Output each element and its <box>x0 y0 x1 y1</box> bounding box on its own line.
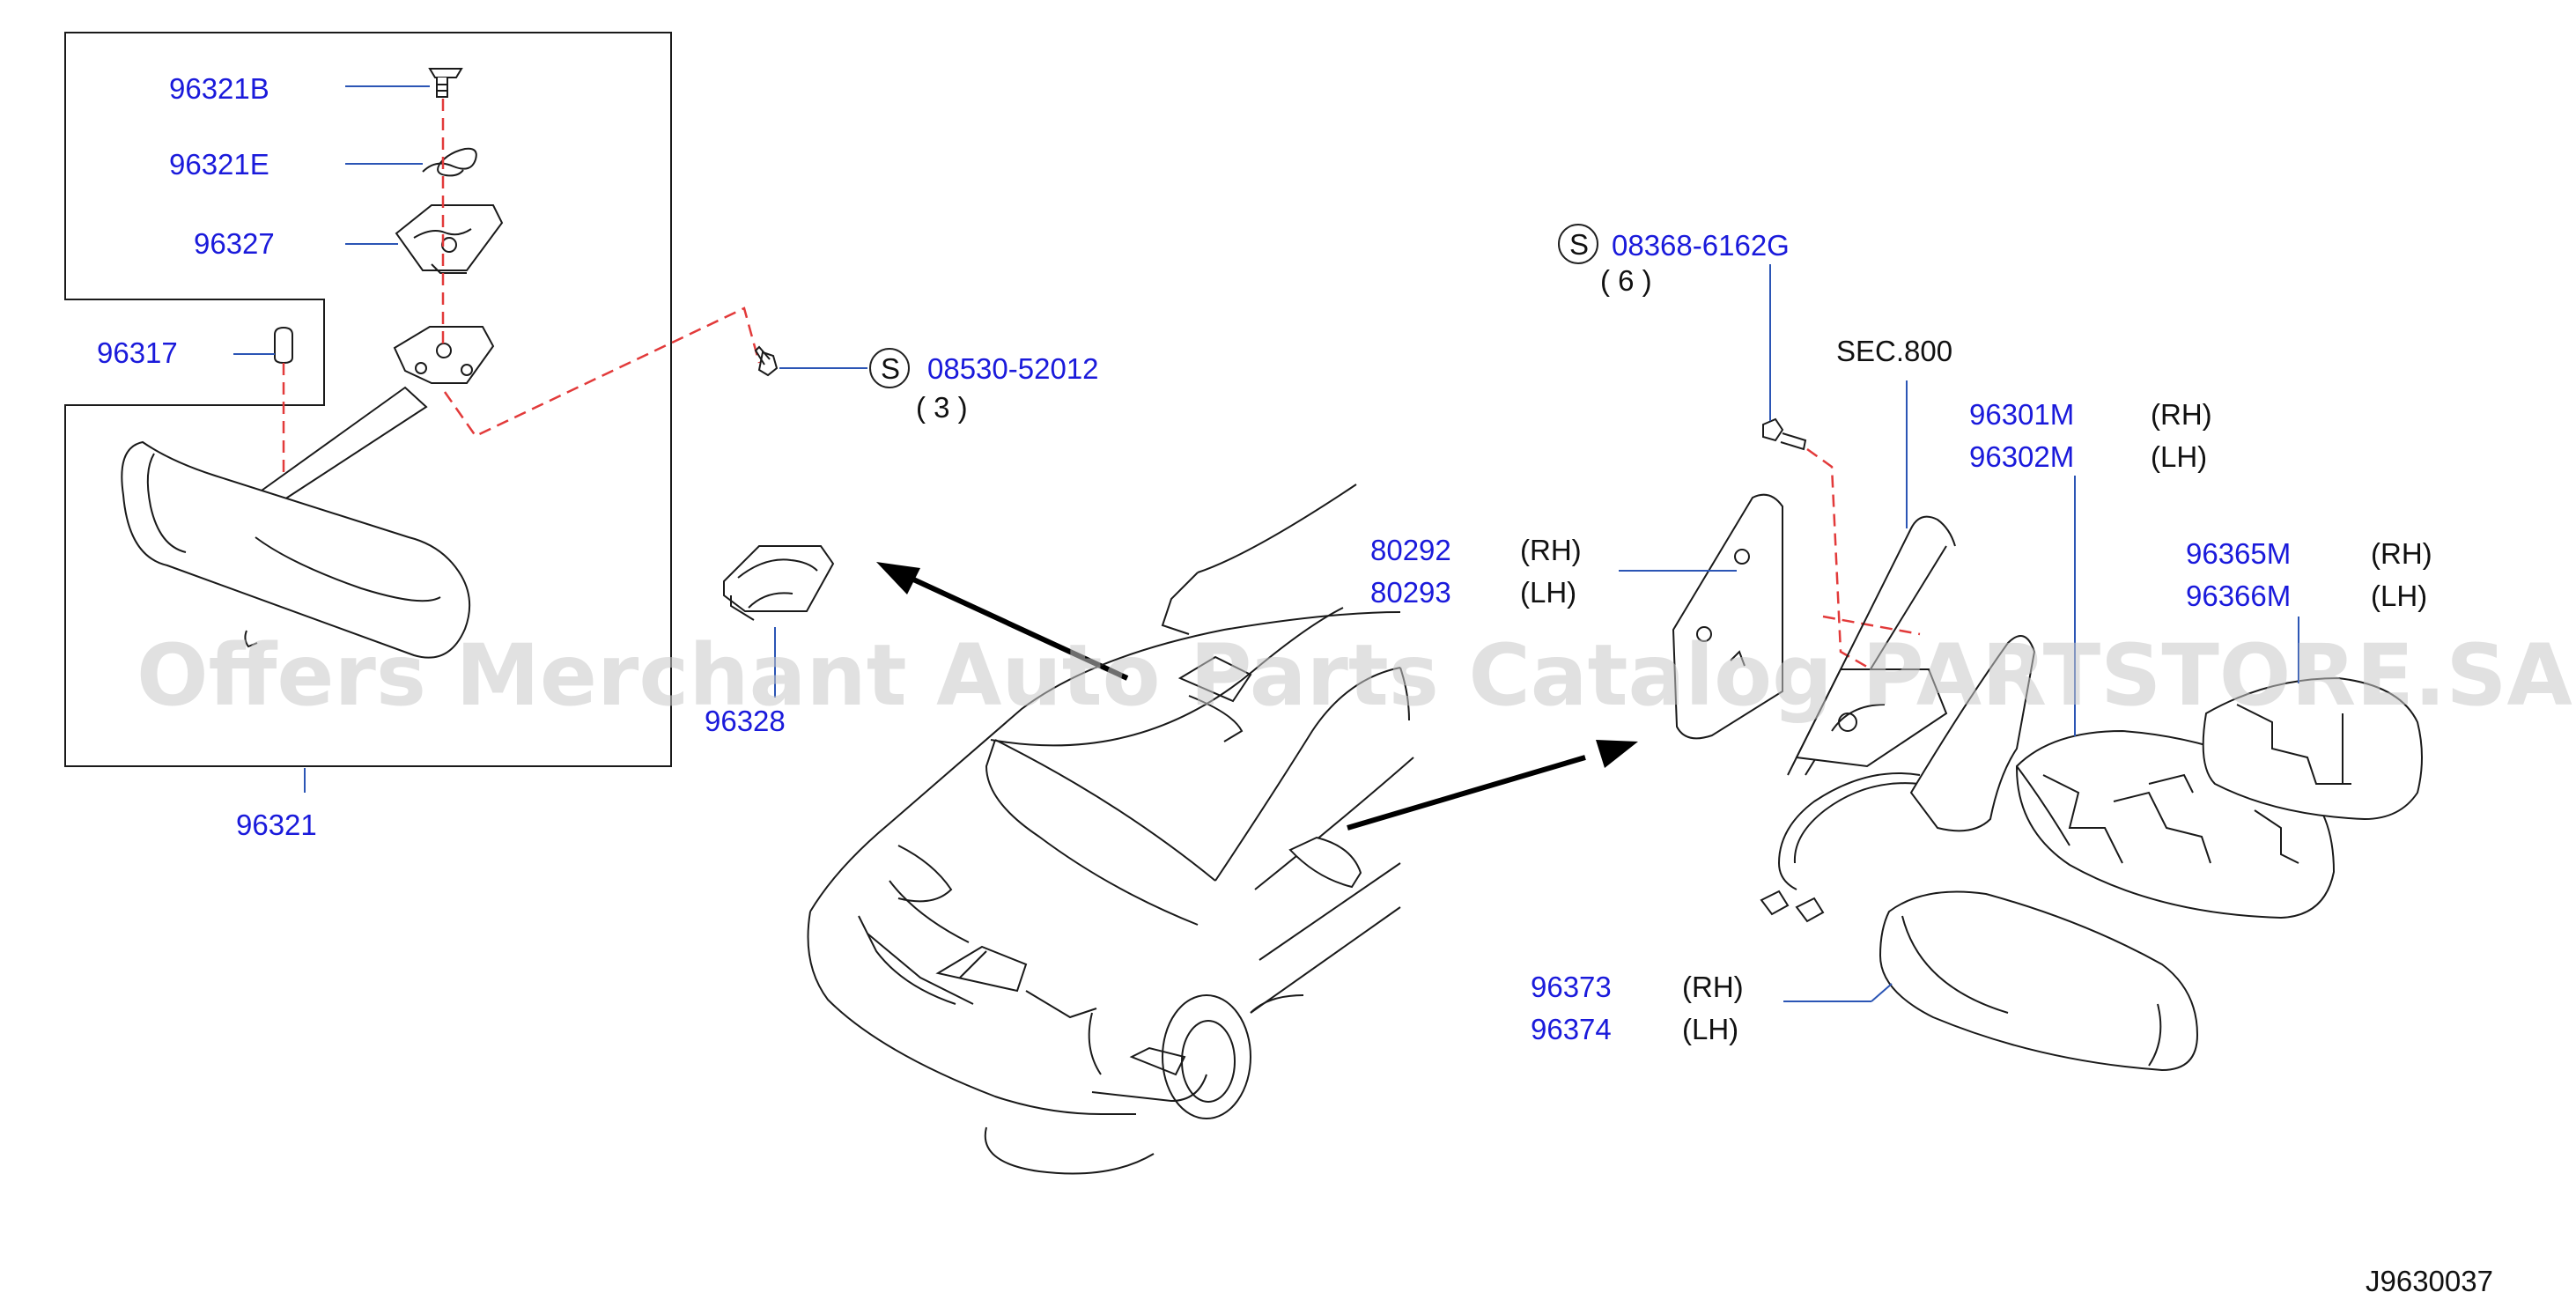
screw-symbol-circle <box>869 348 910 388</box>
interior-mirror-box <box>64 32 672 767</box>
wire-harness-icon <box>1760 772 1921 923</box>
screw-symbol-circle <box>1558 224 1598 264</box>
rearview-mirror-icon <box>121 440 471 659</box>
side-rh-96365M: (RH) <box>2371 537 2432 570</box>
bolt-08530-icon <box>754 345 779 377</box>
clip-96321E-icon <box>422 147 477 177</box>
screw-symbol-s: S <box>881 352 900 385</box>
label-96374[interactable]: 96374 <box>1531 1013 1612 1045</box>
mirror-cap-96373-icon <box>1878 890 2199 1072</box>
label-08530-52012[interactable]: 08530-52012 <box>927 352 1099 385</box>
label-96327[interactable]: 96327 <box>194 227 275 260</box>
watermark: Offers Merchant Auto Parts Catalog PARTS… <box>137 626 2572 725</box>
arrow-to-interior-mirror <box>876 562 1129 681</box>
label-96328[interactable]: 96328 <box>705 705 786 737</box>
label-80293[interactable]: 80293 <box>1370 576 1451 609</box>
qty-08530: ( 3 ) <box>916 391 968 424</box>
label-96373[interactable]: 96373 <box>1531 971 1612 1003</box>
label-96366M[interactable]: 96366M <box>2186 580 2291 612</box>
leader-line <box>1871 983 1893 1002</box>
label-96321E[interactable]: 96321E <box>169 148 269 181</box>
label-96302M[interactable]: 96302M <box>1969 440 2074 473</box>
side-lh-80293: (LH) <box>1520 576 1576 609</box>
side-rh-96301M: (RH) <box>2151 398 2212 431</box>
cover-96328-icon <box>723 545 835 621</box>
side-lh-96366M: (LH) <box>2371 580 2427 612</box>
screw-symbol-s: S <box>1569 228 1589 261</box>
plate-96327-icon <box>395 204 504 274</box>
guide-line <box>1806 447 1903 689</box>
side-lh-96374: (LH) <box>1682 1013 1738 1045</box>
inner-cover-80292-icon <box>1672 493 1783 740</box>
mirror-glass-96365M-icon <box>2202 676 2423 821</box>
qty-08368: ( 6 ) <box>1600 264 1652 297</box>
label-96321[interactable]: 96321 <box>236 809 317 841</box>
label-96321B[interactable]: 96321B <box>169 72 269 105</box>
label-96301M[interactable]: 96301M <box>1969 398 2074 431</box>
section-ref[interactable]: SEC.800 <box>1836 335 1952 367</box>
screw-96321B-icon <box>428 68 463 98</box>
guide-line <box>443 306 761 438</box>
arrow-to-door-mirror <box>1347 740 1638 831</box>
side-lh-96302M: (LH) <box>2151 440 2207 473</box>
label-96317[interactable]: 96317 <box>97 336 178 369</box>
side-rh-80292: (RH) <box>1520 534 1582 566</box>
bolt-08368-icon <box>1762 417 1807 451</box>
label-80292[interactable]: 80292 <box>1370 534 1451 566</box>
vehicle-outline <box>807 484 1414 1175</box>
door-sash-icon <box>1787 515 1956 776</box>
label-96365M[interactable]: 96365M <box>2186 537 2291 570</box>
side-rh-96373: (RH) <box>1682 971 1744 1003</box>
guide-line <box>1822 615 1921 636</box>
plug-96317-icon <box>274 326 293 365</box>
diagram-id: J9630037 <box>2366 1265 2493 1297</box>
label-08368-6162G[interactable]: 08368-6162G <box>1612 229 1790 262</box>
